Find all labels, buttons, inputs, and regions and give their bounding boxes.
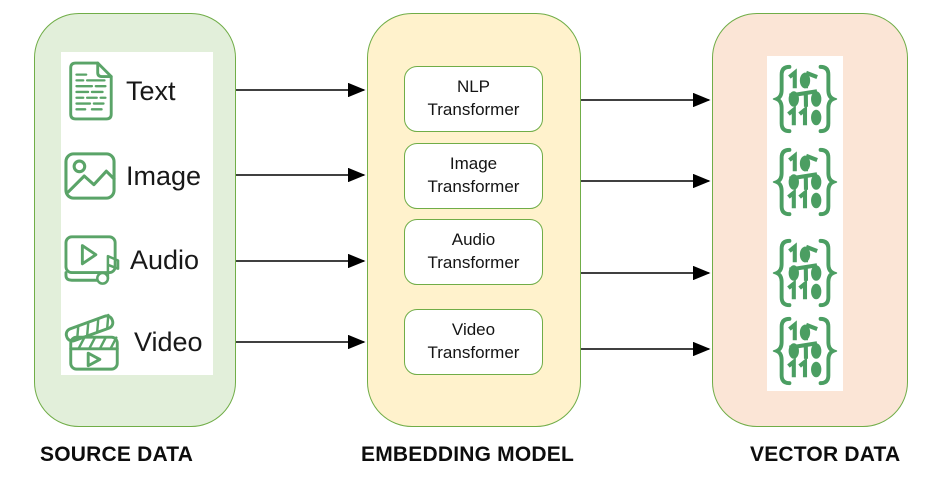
source-item-label: Image (126, 160, 202, 191)
source-item-video: Video (63, 307, 223, 377)
binary-matrix-icon (772, 145, 838, 219)
transformer-line1: Audio (451, 230, 496, 250)
source-item-audio: Audio (63, 225, 223, 295)
audio-transformer-box: Audio Transformer (404, 219, 543, 285)
nlp-transformer-box: NLP Transformer (404, 66, 543, 132)
source-item-label: Video (134, 326, 203, 357)
audio-icon (63, 233, 121, 287)
source-item-label: Audio (130, 244, 200, 275)
image-icon (63, 151, 117, 201)
vector-data-panel (712, 13, 908, 427)
transformer-line1: Video (451, 320, 496, 340)
transformer-line2: Transformer (427, 343, 520, 362)
video-transformer-box: Video Transformer (404, 309, 543, 375)
video-icon (63, 309, 125, 375)
image-transformer-box: Image Transformer (404, 143, 543, 209)
transformer-line2: Transformer (427, 253, 520, 272)
binary-matrix-icon (772, 314, 838, 388)
source-data-panel: Text Image Audio Video (34, 13, 236, 427)
binary-matrix-icon (772, 236, 838, 310)
source-item-text: Text (63, 56, 223, 126)
vector-data-title: VECTOR DATA (750, 443, 901, 466)
transformer-line2: Transformer (427, 100, 520, 119)
document-icon (63, 60, 117, 122)
transformer-line2: Transformer (427, 177, 520, 196)
transformer-line1: NLP (456, 77, 491, 97)
source-data-title: SOURCE DATA (40, 443, 194, 466)
binary-matrix-icon (772, 62, 838, 136)
embedding-model-title: EMBEDDING MODEL (361, 443, 574, 466)
source-items-background (61, 52, 213, 375)
source-item-image: Image (63, 141, 223, 211)
source-item-label: Text (126, 75, 176, 106)
transformer-line1: Image (449, 154, 498, 174)
embedding-model-panel: NLP Transformer Image Transformer Audio … (367, 13, 581, 427)
